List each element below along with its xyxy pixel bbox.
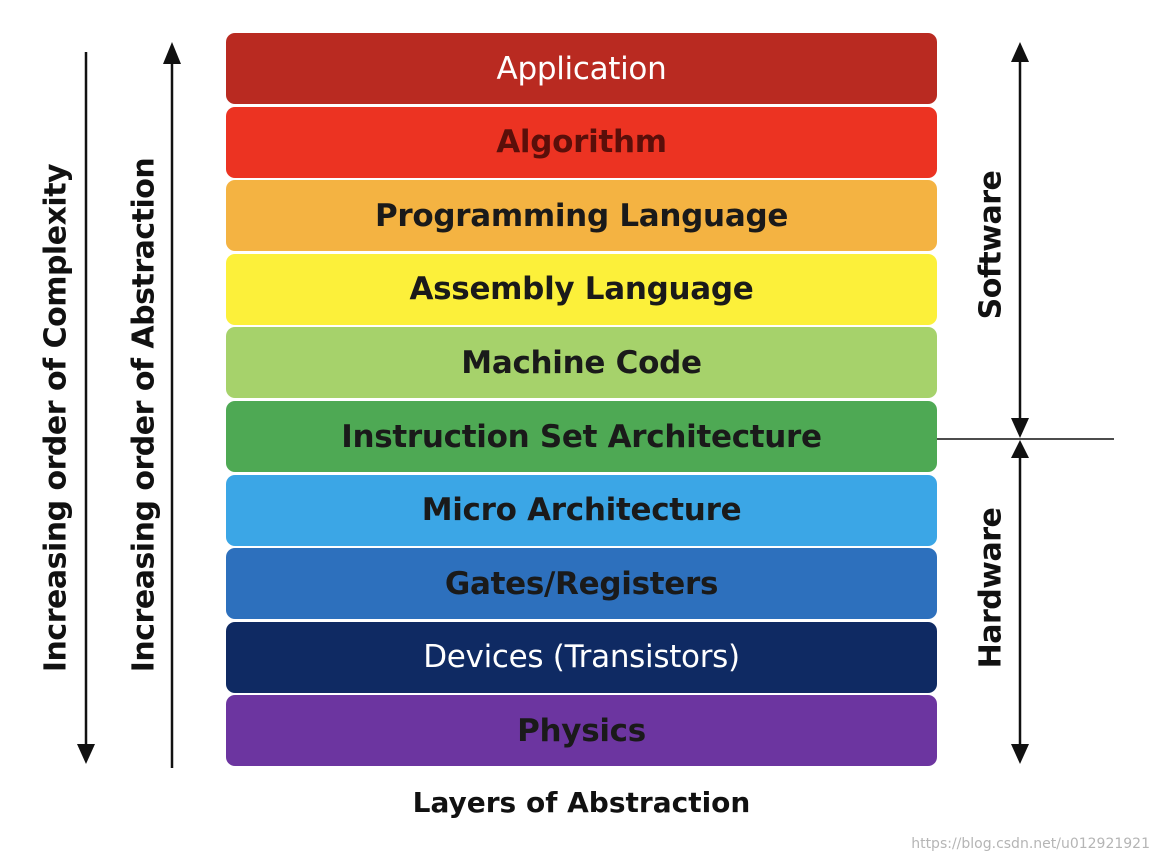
- layer-block: Programming Language: [226, 180, 937, 252]
- complexity-arrow: [77, 52, 95, 764]
- layer-block: Algorithm: [226, 106, 937, 178]
- watermark: https://blog.csdn.net/u012921921: [911, 836, 1150, 852]
- complexity-label-text: Increasing order of Complexity: [38, 163, 74, 673]
- layer-block: Assembly Language: [226, 253, 937, 325]
- layer-block: Micro Architecture: [226, 474, 937, 546]
- diagram-caption: Layers of Abstraction: [412, 786, 751, 819]
- software-label-text: Software: [973, 170, 1009, 320]
- layer-block: Application: [226, 33, 937, 104]
- layer-block: Machine Code: [226, 327, 937, 399]
- hardware-arrow: [1011, 440, 1029, 764]
- hardware-label-text: Hardware: [973, 507, 1009, 669]
- abstraction-arrow: [163, 42, 181, 768]
- layer-block: Instruction Set Architecture: [226, 401, 937, 472]
- software-arrow: [1011, 42, 1029, 438]
- abstraction-label-text: Increasing order of Abstraction: [126, 157, 162, 673]
- layer-block: Devices (Transistors): [226, 621, 937, 693]
- layer-block: Physics: [226, 695, 937, 767]
- layer-block: Gates/Registers: [226, 548, 937, 620]
